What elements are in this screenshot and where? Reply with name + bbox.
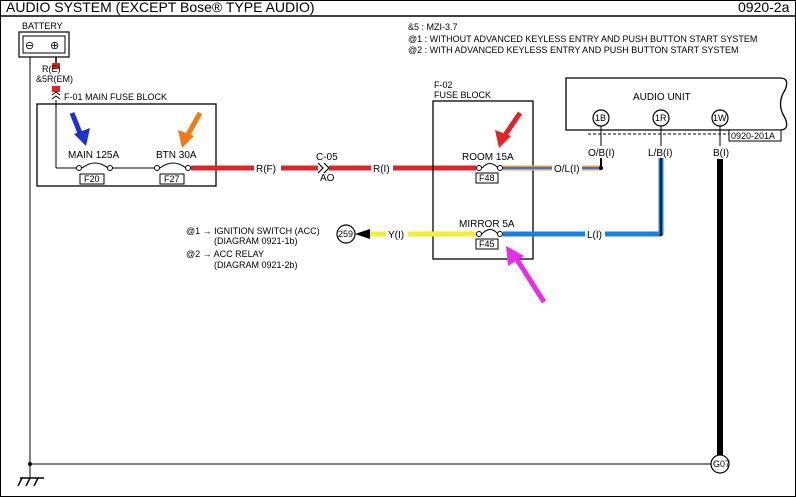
- svg-text:F45: F45: [479, 239, 495, 249]
- fuse-block-f02: [432, 100, 534, 260]
- page-title: AUDIO SYSTEM (EXCEPT Bose® TYPE AUDIO): [6, 0, 315, 15]
- svg-text:F48: F48: [479, 173, 495, 183]
- svg-text:(DIAGRAM 0921-2b): (DIAGRAM 0921-2b): [214, 260, 298, 270]
- main-fuse-block-label: F-01 MAIN FUSE BLOCK: [64, 92, 167, 102]
- fuse-block-label: FUSE BLOCK: [434, 90, 491, 100]
- note-1: @1 : WITHOUT ADVANCED KEYLESS ENTRY AND …: [408, 34, 757, 44]
- audio-connector-label: 0920-201A: [731, 131, 775, 141]
- fuse-block-id: F-02: [434, 80, 453, 90]
- wire-label-rf: R(F): [256, 164, 276, 175]
- wire-label-ri: R(I): [373, 164, 390, 175]
- wire-label-yi: Y(I): [388, 230, 404, 241]
- note-2: @2 : WITH ADVANCED KEYLESS ENTRY AND PUS…: [408, 45, 739, 55]
- battery: BATTERY ⊖ ⊕: [18, 21, 70, 462]
- note-5: &5 : MZI-3.7: [408, 22, 458, 32]
- connector-c05-label: C-05: [316, 152, 338, 163]
- svg-text:ROOM 15A: ROOM 15A: [462, 152, 514, 163]
- svg-text:F27: F27: [164, 174, 180, 184]
- wire-label-re: R(E): [42, 64, 61, 74]
- svg-text:(DIAGRAM 0921-1b): (DIAGRAM 0921-1b): [214, 236, 298, 246]
- connector-ao-label: AO: [320, 173, 335, 184]
- wire-label-lb: L/B(I): [648, 148, 672, 159]
- wire-label-bi: B(I): [713, 148, 729, 159]
- battery-label: BATTERY: [22, 21, 63, 31]
- svg-text:BTN 30A: BTN 30A: [156, 150, 197, 161]
- wire-label-li: L(I): [587, 230, 602, 241]
- wire-label-ob: O/B(I): [588, 148, 615, 159]
- battery-minus-icon: ⊖: [25, 40, 34, 52]
- fuse-main-125a: MAIN 125A F20: [68, 150, 119, 185]
- svg-text:F20: F20: [84, 174, 100, 184]
- main-fuse-block: [36, 103, 217, 187]
- audio-unit-label: AUDIO UNIT: [633, 92, 691, 103]
- audio-unit: AUDIO UNIT 0920-201A 1B 1R 1W: [565, 77, 788, 146]
- svg-text:MIRROR 5A: MIRROR 5A: [459, 219, 515, 230]
- wire-label-r-em: &5R(EM): [36, 74, 73, 84]
- svg-text:@1 → IGNITION SWITCH (ACC): @1 → IGNITION SWITCH (ACC): [186, 226, 320, 236]
- pin-1w: 1W: [713, 113, 727, 123]
- orange-arrow-icon: [178, 111, 203, 148]
- pin-1b: 1B: [595, 113, 606, 123]
- wire-label-ol: O/L(I): [554, 164, 580, 175]
- fuse-room-15a: ROOM 15A F48: [462, 152, 514, 184]
- fuse-mirror-5a: MIRROR 5A F45: [459, 219, 515, 250]
- connector-c05-icon: [317, 162, 330, 174]
- ground-label: G07: [713, 459, 730, 469]
- ignition-source: @1 → IGNITION SWITCH (ACC) (DIAGRAM 0921…: [186, 224, 370, 270]
- ground-icon: [17, 477, 44, 487]
- svg-text:MAIN 125A: MAIN 125A: [68, 150, 119, 161]
- fuse-btn-30a: BTN 30A F27: [154, 150, 197, 185]
- red-arrow-icon: [495, 111, 523, 148]
- svg-text:259: 259: [338, 229, 353, 239]
- page-code: 0920-2a: [738, 0, 790, 15]
- blue-arrow-icon: [69, 112, 90, 146]
- battery-plus-icon: ⊕: [50, 40, 59, 52]
- magenta-arrow-icon: [506, 246, 547, 304]
- svg-text:@2 → ACC RELAY: @2 → ACC RELAY: [186, 249, 264, 259]
- pin-1r: 1R: [655, 113, 667, 123]
